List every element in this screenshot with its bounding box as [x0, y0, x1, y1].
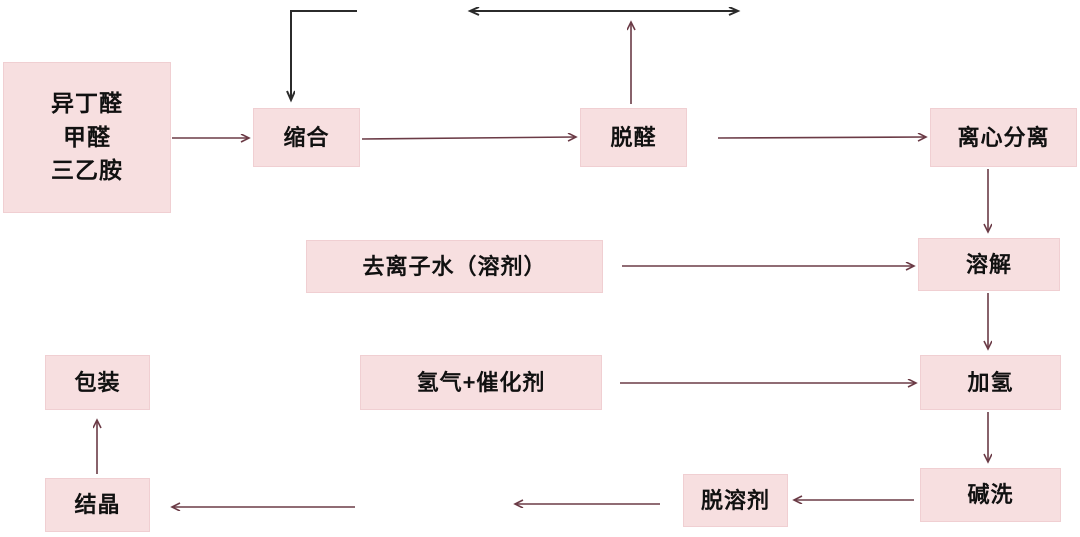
- node-hydrogen-catalyst[interactable]: 氢气+催化剂: [360, 355, 602, 410]
- edge-condensation-to-dealdehyde: [361, 137, 576, 139]
- node-deionized-water[interactable]: 去离子水（溶剂）: [306, 240, 603, 293]
- edge-dealdehyde-to-centrifuge: [717, 137, 926, 138]
- node-feedstock[interactable]: 异丁醛 甲醛 三乙胺: [3, 62, 171, 213]
- node-centrifuge[interactable]: 离心分离: [930, 108, 1077, 167]
- node-condensation[interactable]: 缩合: [253, 108, 360, 167]
- node-hydrogenate[interactable]: 加氢: [920, 355, 1061, 410]
- edge-recycle-into-condensation: [291, 10, 357, 100]
- node-dealdehyde[interactable]: 脱醛: [580, 108, 687, 167]
- node-packaging[interactable]: 包装: [45, 355, 150, 410]
- node-alkali-wash[interactable]: 碱洗: [920, 468, 1061, 522]
- node-dissolve[interactable]: 溶解: [918, 238, 1060, 291]
- node-desolvent[interactable]: 脱溶剂: [683, 474, 788, 527]
- node-crystallize[interactable]: 结晶: [45, 478, 150, 532]
